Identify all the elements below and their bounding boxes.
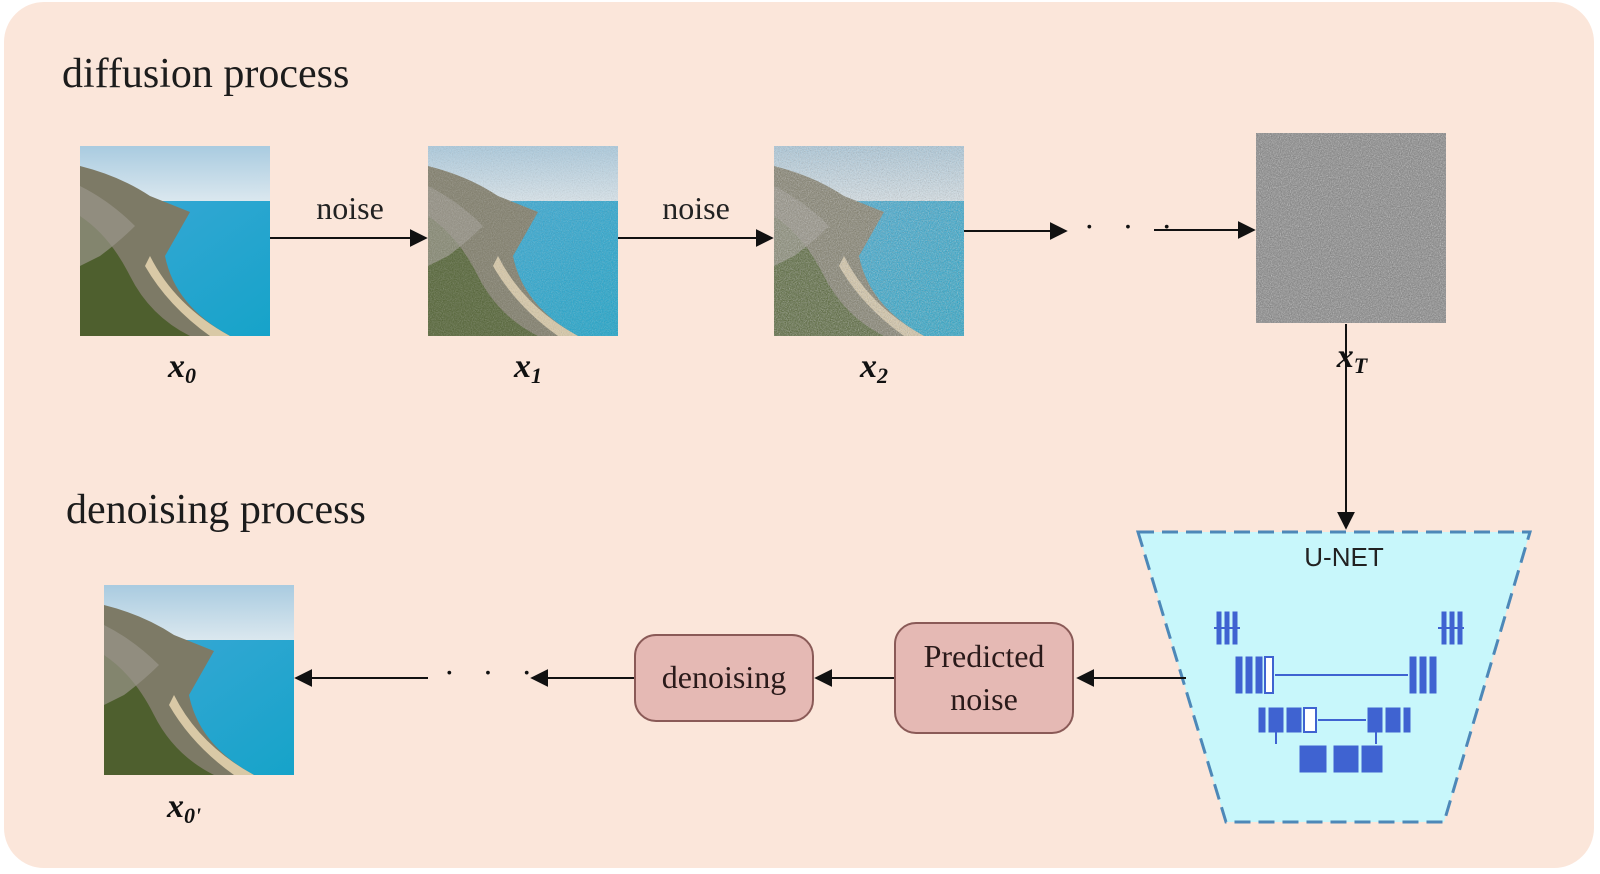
unet-label: U-NET xyxy=(1304,542,1384,572)
denoising-ellipsis: · · · xyxy=(444,654,542,690)
label-x2: x2 xyxy=(860,348,888,388)
edge-label-noise-1: noise xyxy=(316,190,384,226)
label-x0-prime: x0' xyxy=(166,788,202,828)
diagram-connectors xyxy=(270,221,1533,824)
denoising-process-title: denoising process xyxy=(66,487,366,533)
unet-shape xyxy=(1135,530,1533,824)
image-xT xyxy=(1256,133,1446,323)
diffusion-ellipsis: · · · xyxy=(1084,208,1182,244)
unet-blocks xyxy=(1214,611,1464,773)
diffusion-process-title: diffusion process xyxy=(62,51,350,97)
image-x1 xyxy=(428,146,618,336)
diagram-panel: diffusion process denoising process x0 x… xyxy=(4,2,1594,868)
label-x0: x0 xyxy=(168,348,196,388)
edge-label-noise-2: noise xyxy=(662,190,730,226)
image-x2 xyxy=(774,146,964,336)
denoising-box: denoising xyxy=(634,634,814,722)
label-x1: x1 xyxy=(514,348,542,388)
